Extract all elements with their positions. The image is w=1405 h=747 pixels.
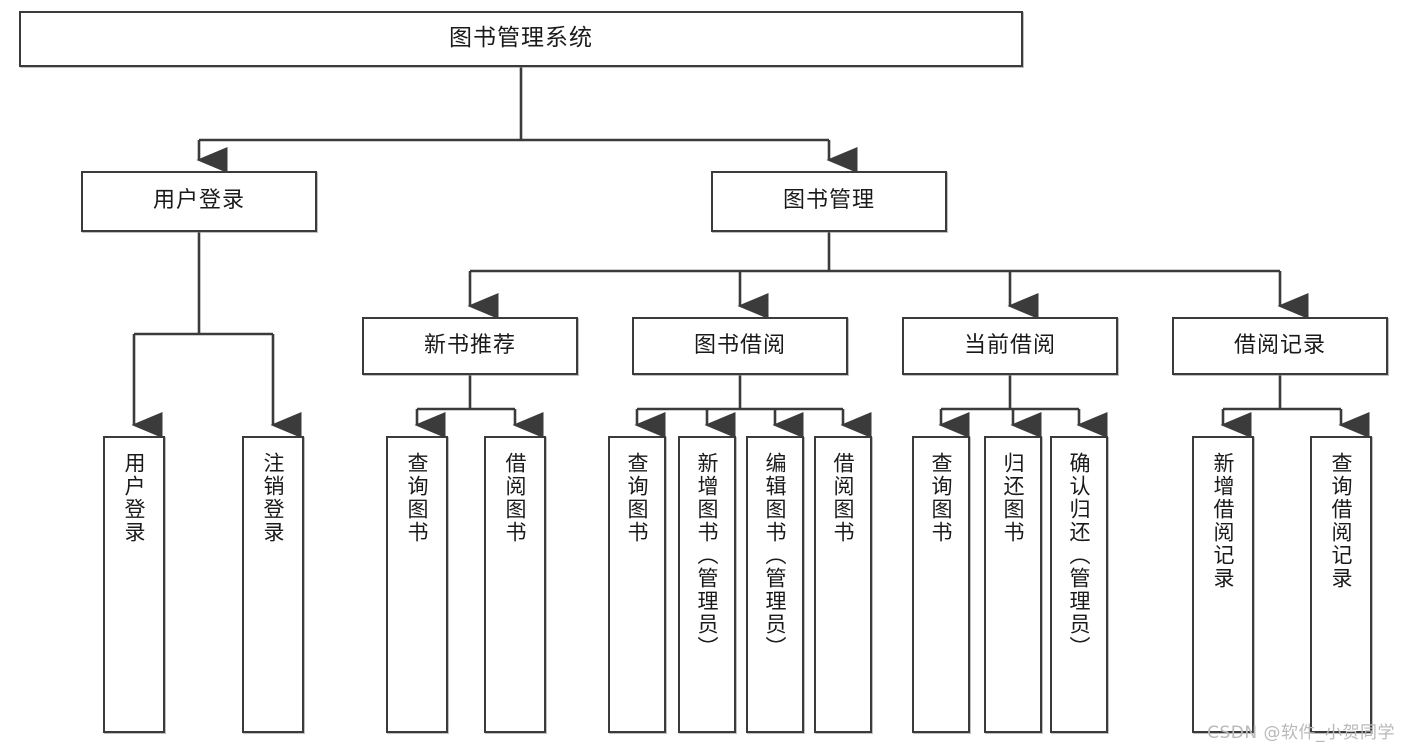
node-new-book-rec[interactable]: 新书推荐: [362, 317, 578, 375]
node-book-manage-label: 图书管理: [782, 188, 875, 214]
node-leaf-cur-query-label: 查询图书: [929, 452, 954, 544]
node-leaf-rec-add-label: 新增借阅记录: [1211, 452, 1236, 590]
node-leaf-rec-add[interactable]: 新增借阅记录: [1192, 436, 1254, 733]
node-leaf-rec-search[interactable]: 查询借阅记录: [1310, 436, 1372, 733]
node-leaf-cur-return[interactable]: 归还图书: [984, 436, 1042, 733]
node-book-manage[interactable]: 图书管理: [711, 171, 947, 232]
node-root[interactable]: 图书管理系统: [19, 11, 1023, 67]
node-leaf-user-logout[interactable]: 注销登录: [242, 436, 304, 733]
watermark-text: CSDN @软件_小贺同学: [1207, 723, 1395, 743]
node-leaf-cur-return-label: 归还图书: [1001, 452, 1026, 544]
node-root-label: 图书管理系统: [449, 25, 593, 52]
node-leaf-borrow-edit[interactable]: 编辑图书（管理员）: [746, 436, 804, 733]
node-leaf-borrow-lend[interactable]: 借阅图书: [814, 436, 872, 733]
node-book-borrow[interactable]: 图书借阅: [632, 317, 848, 375]
node-leaf-rec-borrow-label: 借阅图书: [503, 452, 528, 544]
node-leaf-borrow-add[interactable]: 新增图书（管理员）: [678, 436, 736, 733]
node-new-book-rec-label: 新书推荐: [423, 332, 516, 358]
node-leaf-borrow-query-label: 查询图书: [625, 452, 650, 544]
node-leaf-cur-confirm-label: 确认归还（管理员）: [1067, 452, 1092, 659]
node-leaf-cur-confirm[interactable]: 确认归还（管理员）: [1050, 436, 1108, 733]
node-leaf-cur-query[interactable]: 查询图书: [912, 436, 970, 733]
node-borrow-record[interactable]: 借阅记录: [1172, 317, 1388, 375]
node-user-login-label: 用户登录: [152, 188, 245, 214]
node-leaf-borrow-add-label: 新增图书（管理员）: [695, 452, 720, 659]
node-leaf-rec-borrow[interactable]: 借阅图书: [484, 436, 546, 733]
node-leaf-rec-query-label: 查询图书: [405, 452, 430, 544]
node-leaf-borrow-lend-label: 借阅图书: [831, 452, 856, 544]
node-leaf-rec-query[interactable]: 查询图书: [386, 436, 448, 733]
node-leaf-user-login[interactable]: 用户登录: [103, 436, 165, 733]
node-leaf-borrow-query[interactable]: 查询图书: [608, 436, 666, 733]
node-leaf-user-logout-label: 注销登录: [261, 452, 286, 544]
node-borrow-record-label: 借阅记录: [1233, 332, 1326, 358]
node-current-borrow-label: 当前借阅: [963, 332, 1056, 358]
node-user-login[interactable]: 用户登录: [81, 171, 317, 232]
node-leaf-borrow-edit-label: 编辑图书（管理员）: [763, 452, 788, 659]
node-book-borrow-label: 图书借阅: [693, 332, 786, 358]
node-leaf-rec-search-label: 查询借阅记录: [1329, 452, 1354, 590]
node-leaf-user-login-label: 用户登录: [122, 452, 147, 544]
node-current-borrow[interactable]: 当前借阅: [902, 317, 1118, 375]
